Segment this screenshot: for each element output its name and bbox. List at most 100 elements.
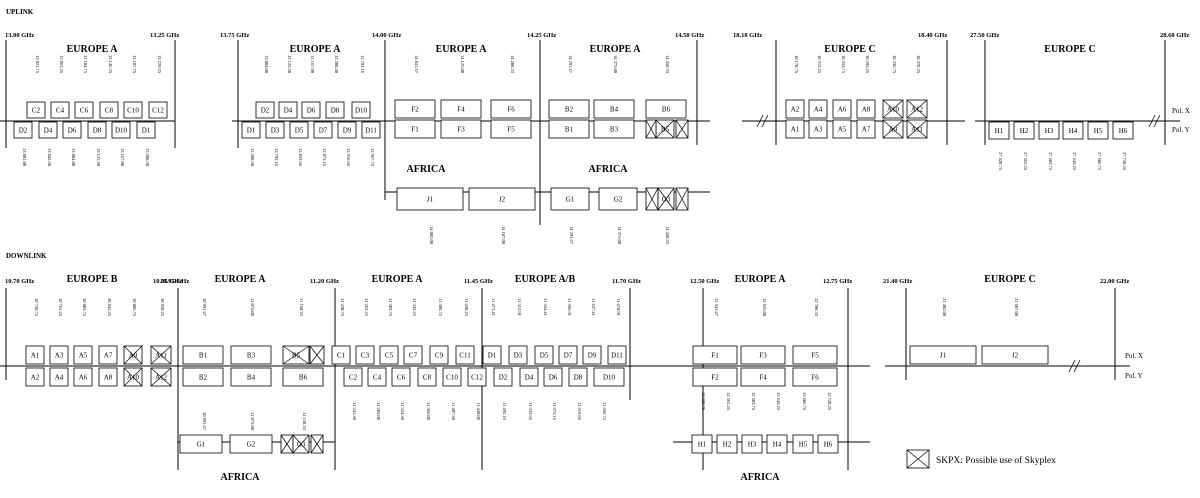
- channel-label: B4: [610, 106, 619, 114]
- channel-box: [331, 345, 351, 365]
- channel-box: [440, 99, 482, 119]
- band-edge-label: 12.50 GHz: [690, 278, 719, 285]
- channel-box: [99, 101, 119, 119]
- channel-label: A6: [838, 106, 847, 114]
- channel-box: [282, 367, 324, 387]
- region-label: AFRICA: [741, 472, 781, 483]
- frequency-label: 14 082.00: [429, 226, 434, 245]
- channel-box: [598, 187, 638, 211]
- frequency-label: 11 533.66: [528, 402, 533, 421]
- channel-box: [74, 101, 94, 119]
- channel-label: A7: [862, 126, 871, 134]
- channel-label: H4: [1069, 127, 1078, 135]
- frequency-label: 11 220.75: [340, 298, 345, 317]
- frequency-label: 13 833.66: [298, 148, 303, 167]
- channel-box: [508, 345, 528, 365]
- frequency-label: 13 967.75: [370, 148, 375, 167]
- channel-box: [607, 345, 627, 365]
- region-label: EUROPE A: [735, 274, 787, 285]
- frequency-label: 14 187.00: [501, 226, 506, 245]
- skyplex-cross: [906, 99, 928, 119]
- frequency-label: 13 084.00: [264, 55, 269, 74]
- channel-box: [391, 367, 411, 387]
- frequency-label: 11 492.16: [502, 402, 507, 421]
- skyplex-cross: [123, 345, 143, 365]
- channel-label: D1: [142, 127, 151, 135]
- region-label: AFRICA: [221, 472, 261, 483]
- channel-label: D8: [331, 107, 340, 115]
- channel-label: D11: [611, 352, 623, 360]
- region-label: AFRICA: [407, 164, 447, 175]
- channel-label: C2: [349, 374, 358, 382]
- band-edge-label: 14.50 GHz: [675, 32, 704, 39]
- band-edge-label: 11.45 GHz: [464, 278, 493, 285]
- channel-label: A6: [79, 374, 88, 382]
- skyplex-cross: [645, 187, 659, 211]
- frequency-label: 11 075.00: [250, 412, 255, 431]
- channel-label: D11: [365, 127, 377, 135]
- channel-label: H5: [799, 441, 808, 449]
- channel-box: [568, 367, 588, 387]
- channel-box: [548, 99, 590, 119]
- channel-label: D2: [261, 107, 270, 115]
- channel-box: [367, 367, 387, 387]
- channel-box: [519, 367, 539, 387]
- channel-label: F6: [811, 374, 819, 382]
- channel-box: [325, 101, 345, 119]
- skyplex-cross: [150, 367, 172, 387]
- channel-box: [740, 345, 786, 365]
- frequency-label: 21 607.00: [1014, 298, 1019, 317]
- pol-y-label: Pol. Y: [1172, 126, 1190, 134]
- break-mark: [1073, 359, 1081, 373]
- channel-label: H5: [1094, 127, 1103, 135]
- channel-label: A12: [911, 106, 924, 114]
- skyplex-cross: [280, 434, 294, 454]
- channel-box: [692, 345, 738, 365]
- channel-box: [49, 345, 69, 365]
- channel-label: B3: [610, 126, 619, 134]
- channel-label: D4: [44, 127, 53, 135]
- region-label: EUROPE A: [67, 44, 119, 55]
- frequency-label: 12 708.33: [814, 298, 819, 317]
- region-label: EUROPE C: [984, 274, 1035, 285]
- channel-label: F5: [811, 352, 819, 360]
- frequency-label: 11 158.33: [299, 298, 304, 317]
- channel-box: [403, 345, 423, 365]
- channel-box: [909, 345, 977, 365]
- frequency-label: 11 262.25: [364, 298, 369, 317]
- band-edge-label: 21.40 GHz: [883, 278, 912, 285]
- channel-box: [230, 345, 272, 365]
- skyplex-cross: [906, 119, 928, 139]
- channel-box: [351, 101, 371, 119]
- channel-box: [792, 434, 814, 454]
- channel-label: A3: [55, 352, 64, 360]
- channel-box: [417, 367, 437, 387]
- channel-box: [792, 367, 838, 387]
- frequency-label: 14 291.67: [568, 55, 573, 74]
- frequency-label: 11 386.75: [438, 298, 443, 317]
- skyplex-cross: [882, 99, 904, 119]
- channel-label: F5: [507, 126, 515, 134]
- channel-label: B2: [199, 374, 208, 382]
- band-edge-label: 13.25 GHz: [150, 32, 179, 39]
- channel-label: G1: [566, 196, 575, 204]
- channel-label: C8: [105, 107, 114, 115]
- channel-label: D2: [499, 374, 508, 382]
- channel-label: H6: [824, 441, 833, 449]
- channel-label: A9: [129, 352, 138, 360]
- region-label: EUROPE C: [1044, 44, 1095, 55]
- channel-box: [265, 121, 285, 139]
- band-lines: [0, 40, 1180, 470]
- channel-box: [355, 345, 375, 365]
- channel-label: D5: [540, 352, 549, 360]
- frequency-label: 10 803.75: [82, 298, 87, 317]
- skyplex-cross: [123, 367, 143, 387]
- channel-label: D10: [603, 374, 616, 382]
- skyplex-cross: [645, 119, 657, 139]
- channel-box: [808, 119, 828, 139]
- frequency-label: 18 336.75: [892, 55, 897, 74]
- channel-label: D5: [295, 127, 304, 135]
- channel-box: [593, 99, 635, 119]
- channel-label: D1: [488, 352, 497, 360]
- frequency-label: 12 686.75: [802, 392, 807, 411]
